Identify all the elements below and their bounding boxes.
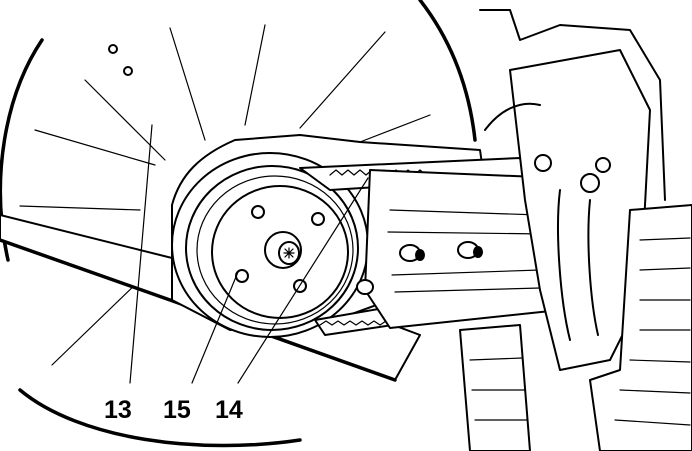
callout-15: 15 <box>163 396 191 424</box>
engine-bracket <box>509 49 651 371</box>
leader-line-15 <box>191 271 239 384</box>
lower-guard-edge <box>0 238 397 382</box>
callout-14: 14 <box>215 396 243 424</box>
cutting-disc-rim-lower <box>18 388 302 448</box>
bracket-screw <box>595 157 611 173</box>
engine-bracket-slot <box>557 189 571 341</box>
engine-top-detail <box>484 102 541 131</box>
disc-hole <box>108 44 118 54</box>
pulley-bolt-holes <box>235 205 325 293</box>
cutter-arm-slots <box>387 209 546 293</box>
bracket-screw <box>534 154 552 172</box>
cutting-disc-rim-right <box>418 0 477 142</box>
engine-top <box>479 9 666 201</box>
tension-studs <box>356 241 483 295</box>
shaft-star-icon <box>283 247 295 259</box>
leader-line-14 <box>237 177 369 384</box>
engine-bracket-slot <box>587 199 599 336</box>
leader-line-13 <box>129 124 153 384</box>
disc-hole <box>123 66 133 76</box>
callout-13: 13 <box>104 396 132 424</box>
bracket-screw <box>580 173 600 193</box>
disc-radial-lines <box>19 24 431 366</box>
engine-cooling-fins <box>459 204 692 451</box>
